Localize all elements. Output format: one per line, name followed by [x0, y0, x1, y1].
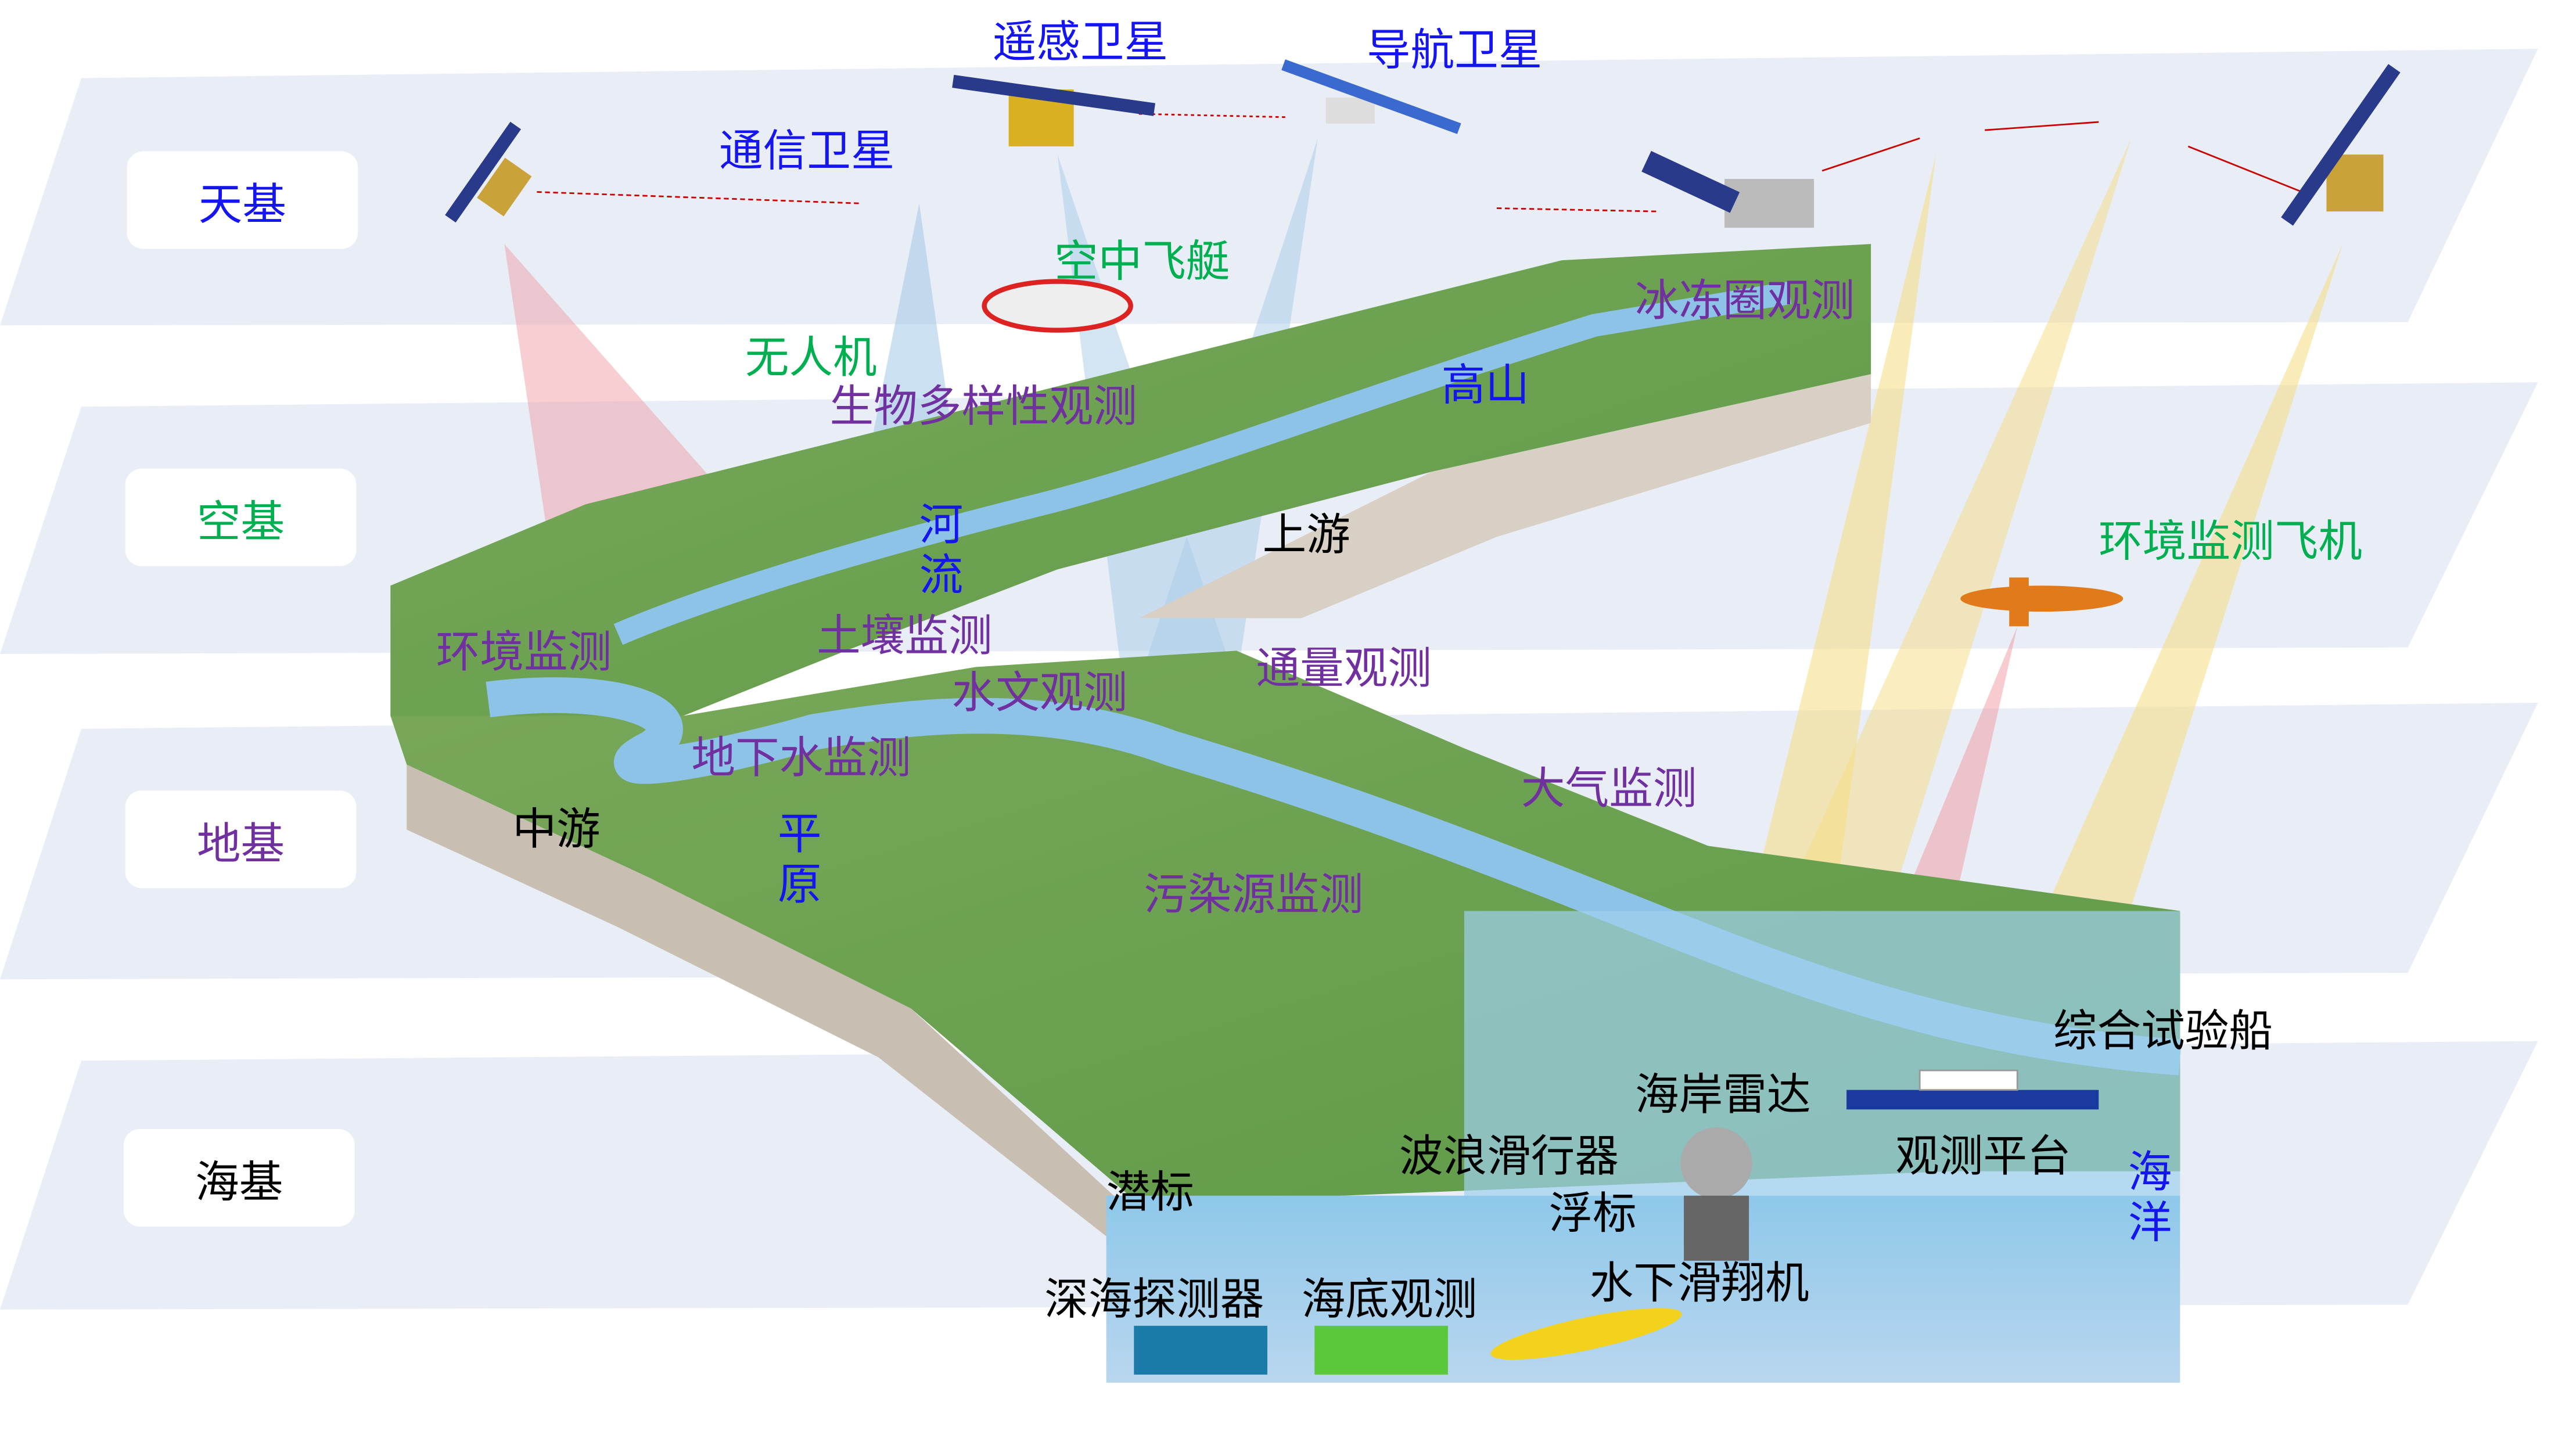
plane-icon: [1960, 577, 2124, 627]
ocean: [1106, 1195, 2180, 1383]
tier-label: 海基: [195, 1157, 283, 1208]
label-deep-sea-probe: 深海探测器: [1044, 1275, 1264, 1326]
tier-sea: 海基: [123, 1128, 355, 1227]
satellite-icon: [1641, 150, 1815, 228]
tier-air: 空基: [125, 468, 357, 566]
label-underwater-glider: 水下滑翔机: [1589, 1259, 1809, 1310]
label-env-plane: 环境监测飞机: [2099, 517, 2363, 568]
label-soil: 土壤监测: [817, 612, 993, 663]
glider-icon: [1490, 1308, 1682, 1360]
satellite-icon: [445, 121, 532, 223]
link: [1496, 207, 1660, 213]
label-buoy: 浮标: [1548, 1189, 1637, 1240]
beam: [1757, 154, 1936, 879]
tier-space: 天基: [127, 151, 358, 249]
satellite-icon: [1281, 59, 1461, 134]
label-drone: 无人机: [745, 333, 877, 384]
link: [1985, 121, 2099, 131]
airship-icon: [982, 279, 1133, 333]
label-wave-glider: 波浪滑行器: [1399, 1132, 1619, 1183]
beam: [2001, 244, 2343, 1009]
satellite-icon: [2281, 64, 2401, 226]
seabed-observer-image: [1314, 1325, 1448, 1375]
satellite-icon: [952, 74, 1156, 147]
label-airship: 空中飞艇: [1054, 237, 1230, 288]
tier-ground: 地基: [125, 790, 357, 889]
ship-icon: [1846, 1069, 2099, 1110]
link: [1138, 113, 1285, 118]
label-remote-sensing-satellite: 遥感卫星: [992, 17, 1169, 69]
label-pollution: 污染源监测: [1144, 870, 1364, 921]
deep-sea-probe-image: [1134, 1325, 1267, 1375]
link: [1821, 137, 1920, 172]
label-ocean: 海洋: [2119, 1148, 2171, 1250]
tier-label: 天基: [198, 179, 286, 231]
label-groundwater: 地下水监测: [691, 734, 911, 785]
river-upper: [613, 281, 1792, 645]
terrain-upper: [390, 244, 1871, 765]
label-platform: 观测平台: [1895, 1132, 2071, 1183]
coast-water: [1464, 911, 2180, 1196]
label-cryosphere: 冰冻圈观测: [1635, 276, 1855, 328]
label-plain: 平原: [769, 810, 820, 911]
label-coastal-radar: 海岸雷达: [1635, 1070, 1811, 1121]
terrain-cliff: [1138, 374, 1871, 619]
label-upstream: 上游: [1262, 511, 1350, 562]
label-navigation-satellite: 导航卫星: [1366, 26, 1543, 77]
tier-label: 地基: [196, 819, 285, 870]
label-flux: 通量观测: [1256, 644, 1432, 695]
radar-icon: [1680, 1127, 1752, 1261]
label-river: 河流: [911, 501, 962, 602]
label-mountain: 高山: [1441, 361, 1529, 412]
link: [537, 191, 859, 204]
label-env-monitoring: 环境监测: [436, 628, 612, 679]
label-communication-satellite: 通信卫星: [719, 127, 895, 178]
link: [2187, 145, 2311, 196]
label-subsurface-buoy: 潜标: [1106, 1168, 1194, 1218]
label-hydrology: 水文观测: [951, 668, 1128, 720]
label-seabed-observation: 海底观测: [1301, 1275, 1478, 1326]
label-research-ship: 综合试验船: [2053, 1006, 2273, 1058]
band-space: [0, 49, 2538, 326]
tier-label: 空基: [196, 497, 285, 548]
label-midstream: 中游: [512, 805, 601, 856]
label-atmosphere: 大气监测: [1521, 764, 1697, 815]
label-biodiversity: 生物多样性观测: [829, 382, 1137, 433]
